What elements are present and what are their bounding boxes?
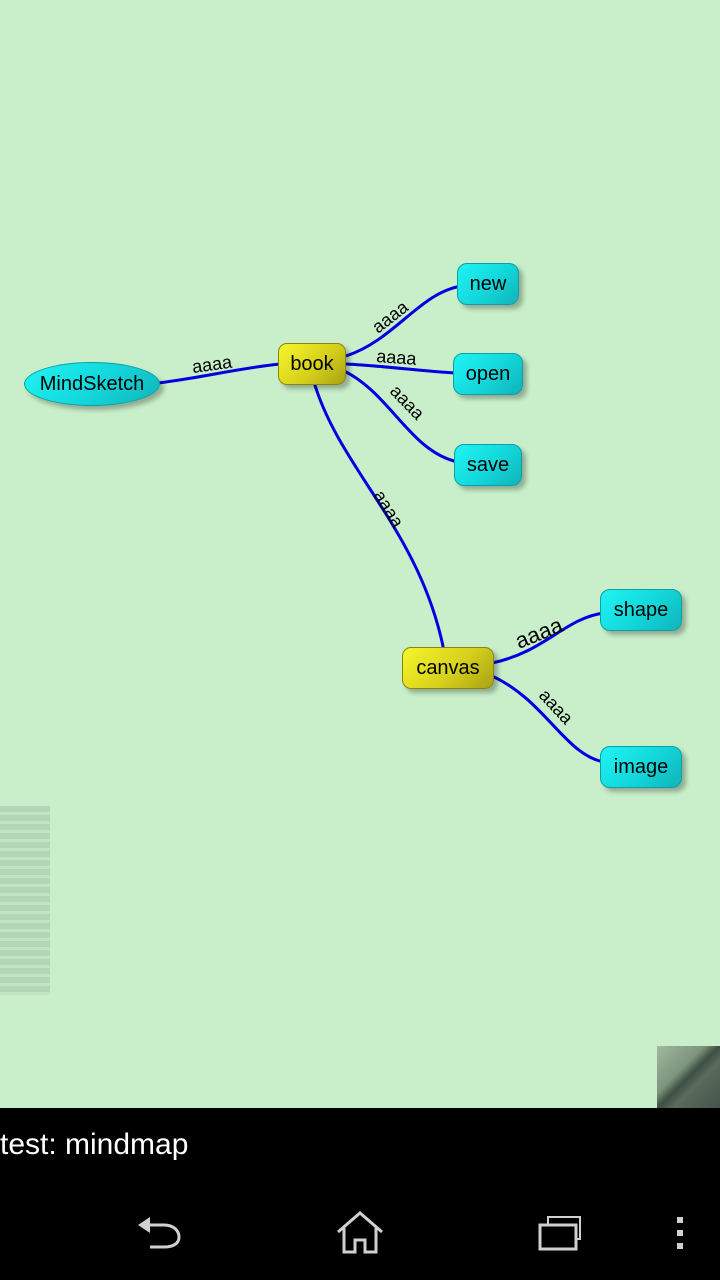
overflow-menu-button[interactable] xyxy=(650,1200,710,1266)
edge-label-canvas-shape: aaaa xyxy=(512,612,567,654)
overflow-menu-icon xyxy=(677,1217,683,1249)
edge-root-book xyxy=(157,362,281,385)
home-icon xyxy=(337,1211,383,1254)
edge-label-canvas-image: aaaa xyxy=(535,685,578,729)
edge-canvas-image xyxy=(491,674,605,764)
corner-fold-button[interactable] xyxy=(657,1046,720,1108)
side-handle[interactable] xyxy=(0,806,50,995)
node-save[interactable]: save xyxy=(454,444,522,486)
edge-book-open xyxy=(345,362,457,375)
node-mindsketch[interactable]: MindSketch xyxy=(24,362,160,406)
node-new[interactable]: new xyxy=(457,263,519,305)
status-bar xyxy=(0,1108,720,1180)
edge-label-book-canvas: aaaa xyxy=(370,487,409,532)
recent-apps-icon xyxy=(538,1216,581,1251)
back-icon xyxy=(138,1217,181,1249)
home-button[interactable] xyxy=(320,1200,400,1266)
edge-book-save xyxy=(341,368,459,464)
node-image[interactable]: image xyxy=(600,746,682,788)
status-text: test: mindmap xyxy=(0,1128,189,1161)
recent-apps-button[interactable] xyxy=(520,1200,600,1266)
node-open[interactable]: open xyxy=(453,353,523,395)
mindmap-canvas[interactable]: aaaa aaaa aaaa aaaa aaaa aaaa aaaa MindS… xyxy=(0,0,720,1108)
edge-book-new xyxy=(345,284,463,358)
edge-canvas-shape xyxy=(491,611,605,665)
edge-label-book-open: aaaa xyxy=(376,346,418,369)
edge-book-canvas xyxy=(312,381,446,652)
back-button[interactable] xyxy=(120,1200,200,1266)
node-book[interactable]: book xyxy=(278,343,346,385)
navigation-bar xyxy=(0,1180,720,1280)
edge-label-book-save: aaaa xyxy=(386,381,429,424)
node-shape[interactable]: shape xyxy=(600,589,682,631)
node-canvas[interactable]: canvas xyxy=(402,647,494,689)
mindmap-edges: aaaa aaaa aaaa aaaa aaaa aaaa aaaa xyxy=(157,284,605,764)
